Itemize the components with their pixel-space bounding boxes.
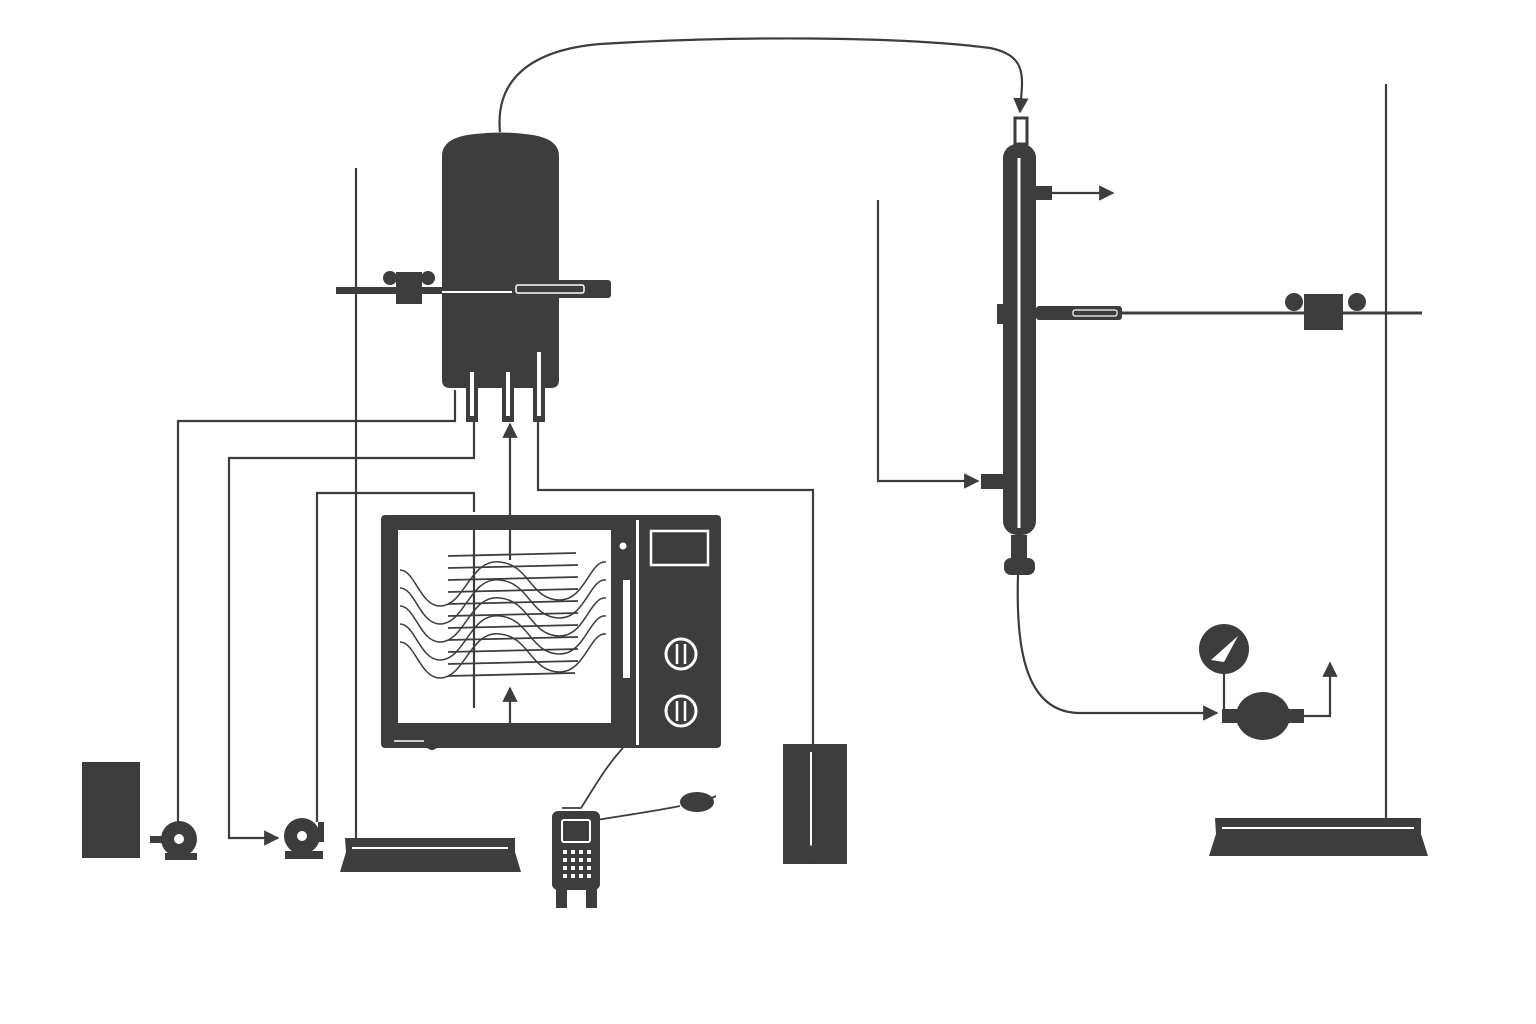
vacuum-pump — [1222, 661, 1338, 740]
microwave-oven — [381, 515, 721, 750]
reactor-inlet-line — [502, 422, 518, 529]
temperature-probe — [596, 792, 717, 821]
pump-return-line — [315, 491, 476, 822]
condenser — [876, 116, 1219, 721]
feed-line-2 — [227, 422, 476, 846]
feed-pump-1 — [150, 821, 197, 860]
right-retort-stand — [1036, 84, 1428, 856]
left-retort-stand — [336, 168, 521, 872]
reactor-vessel — [442, 132, 611, 422]
feed-line-1 — [176, 390, 457, 822]
outlet-to-collector-line — [536, 422, 815, 745]
feed-pump-2 — [284, 818, 324, 859]
feed-tank — [82, 762, 140, 858]
collection-vessel — [783, 744, 847, 864]
microwave-waves — [399, 561, 607, 679]
handheld-controller — [552, 747, 624, 908]
pressure-gauge — [1199, 624, 1249, 713]
vapor-transfer-line — [498, 37, 1029, 133]
